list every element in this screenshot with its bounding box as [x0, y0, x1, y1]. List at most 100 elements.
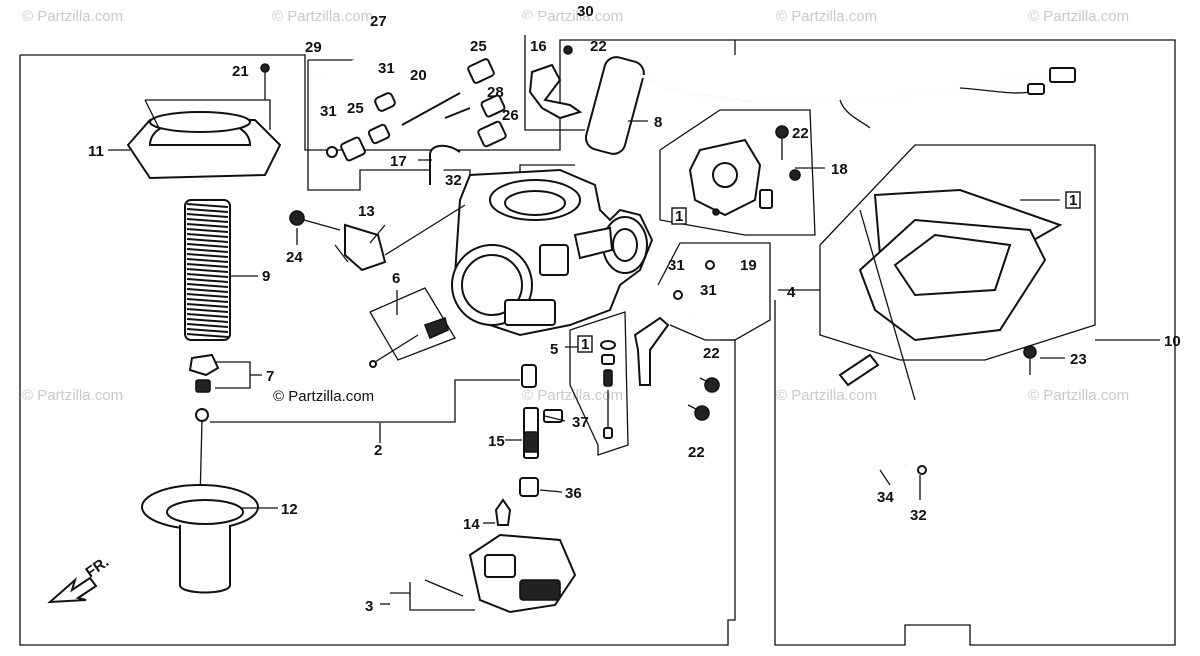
fuel-tube-29 [319, 17, 541, 79]
boxed-label-1: 1 [1069, 192, 1077, 209]
bolt-23 [1023, 345, 1037, 375]
callout-23: 25 [470, 38, 487, 55]
front-direction-marker: FR. [47, 553, 113, 604]
small-hoses [326, 58, 507, 162]
callout-32: 18 [831, 161, 848, 178]
clip-32 [917, 465, 927, 475]
spring-coil [186, 243, 229, 248]
callout-38: 22 [688, 444, 705, 461]
spring-coil [186, 258, 229, 263]
spring-coil [186, 218, 229, 223]
bolts-22 [687, 377, 720, 421]
callout-2: 21 [232, 63, 249, 80]
wiring-harness [639, 67, 1076, 129]
watermark: © Partzilla.com [522, 387, 623, 404]
spring-coil [186, 328, 229, 333]
spring-coil [186, 293, 229, 298]
callout-36: 4 [787, 284, 796, 301]
boxed-labels: 1 1 1 [577, 191, 1081, 353]
float-arm [633, 316, 670, 386]
callout-15: 24 [286, 249, 303, 266]
watermark: © Partzilla.com [522, 8, 623, 25]
callout-28: 16 [530, 38, 547, 55]
boxed-label-1: 1 [675, 208, 683, 225]
spring-coil [186, 263, 229, 268]
spring-coil [186, 308, 229, 313]
center-copyright: © Partzilla.com [273, 388, 374, 405]
callout-9: 15 [488, 433, 505, 450]
spring-coil [186, 273, 229, 278]
spring-coil [186, 313, 229, 318]
callout-1: 11 [88, 143, 104, 160]
top-cover-11 [126, 63, 282, 180]
callout-8: 14 [463, 516, 480, 533]
callout-20: 20 [410, 67, 427, 84]
watermark: © Partzilla.com [776, 8, 877, 25]
callout-17: 30 [577, 3, 594, 20]
callout-37: 22 [703, 345, 720, 362]
callout-5: 2 [374, 442, 382, 459]
spring-coil [186, 203, 229, 208]
spring-coil [186, 303, 229, 308]
callout-11: 36 [565, 485, 582, 502]
part-callouts: 11 21 9 7 2 12 3 14 15 37 36 5 6 13 24 2… [88, 3, 1181, 615]
spring-coil [186, 228, 229, 233]
callout-34: 31 [700, 282, 717, 299]
spring-coil [186, 223, 229, 228]
spring-coil [186, 253, 229, 258]
callout-26: 17 [390, 153, 407, 170]
float-chamber-4 [819, 144, 1096, 401]
bracket-16-pump-8 [528, 45, 645, 155]
jets-group [210, 364, 563, 497]
callout-10: 37 [572, 414, 589, 431]
front-marker-label: FR. [83, 553, 113, 581]
carburetor-body [451, 168, 654, 337]
callout-24: 28 [487, 84, 504, 101]
callout-21: 25 [347, 100, 364, 117]
callout-13: 6 [392, 270, 400, 287]
callout-14: 13 [358, 203, 375, 220]
spring-coil [186, 248, 229, 253]
callout-6: 12 [281, 501, 298, 518]
spring-coil [186, 278, 229, 283]
callout-22: 31 [320, 103, 337, 120]
fuel-cut-valve-18 [659, 109, 816, 236]
needle-parts-7 [188, 353, 220, 501]
diaphragm-piston-12 [141, 484, 259, 594]
leader-lines [108, 99, 1160, 611]
callout-35: 19 [740, 257, 757, 274]
callout-39: 10 [1164, 333, 1181, 350]
spring-coil [186, 283, 229, 288]
spring-coil [186, 323, 229, 328]
watermark: © Partzilla.com [22, 387, 123, 404]
callout-12: 5 [550, 341, 558, 358]
callout-30: 8 [654, 114, 662, 131]
callout-29: 22 [590, 38, 607, 55]
callout-27: 32 [445, 172, 462, 189]
spring-coil [186, 268, 229, 273]
callout-42: 32 [910, 507, 927, 524]
boxed-label-1: 1 [581, 336, 589, 353]
hose-17 [429, 144, 461, 185]
spring-9 [184, 199, 231, 341]
spring-coil [186, 238, 229, 243]
spring-coil [186, 233, 229, 238]
callout-40: 23 [1070, 351, 1087, 368]
callout-31: 22 [792, 125, 809, 142]
drain-tube-34 [828, 442, 906, 601]
solenoid-3 [424, 498, 577, 614]
callout-18: 29 [305, 39, 322, 56]
callout-41: 34 [877, 489, 894, 506]
watermark: © Partzilla.com [776, 387, 877, 404]
watermark: © Partzilla.com [22, 8, 123, 25]
callout-33: 31 [668, 257, 685, 274]
callout-4: 7 [266, 368, 274, 385]
watermark: © Partzilla.com [1028, 387, 1129, 404]
spring-coil [186, 298, 229, 303]
spring-coil [186, 208, 229, 213]
mixture-screw-6 [369, 287, 456, 368]
spring-coil [186, 213, 229, 218]
callout-16: 27 [370, 13, 387, 30]
needle-valve-5 [569, 311, 629, 456]
